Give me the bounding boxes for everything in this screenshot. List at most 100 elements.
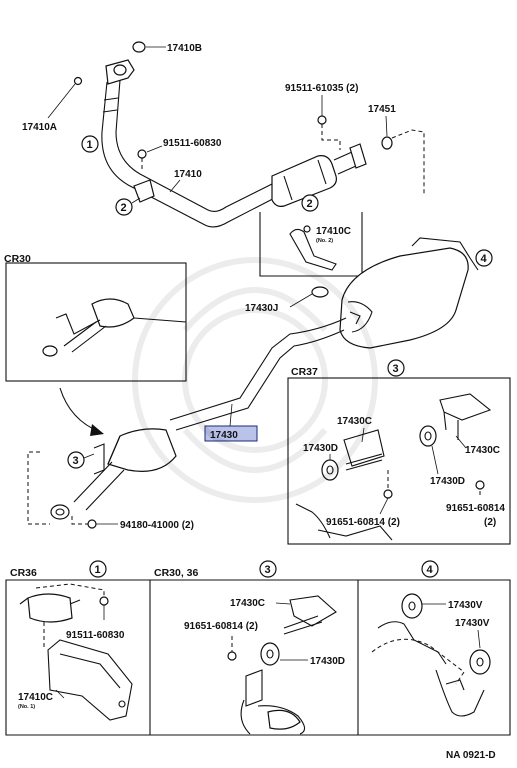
cr3036-muffler-outline [240,699,306,735]
section-4-hangers: 4 17430V 17430V [371,560,491,717]
label-17410b: 17410B [167,43,202,54]
muffler-inlet-shape [349,311,361,325]
cr30-pipe-shape [63,321,107,353]
front-muffler-shape [107,428,177,472]
rubber-17430v-b-hole [476,657,484,667]
ref-4-mid: 4 [481,253,488,265]
rubber-17430v-b-shape [469,649,491,675]
label-cr37-17430c-right: 17430C [465,445,500,456]
cr3036-rubber-shape [260,642,280,666]
label-17410a: 17410A [22,122,57,133]
bracket-no2-shape [289,228,337,271]
ref-circle-2-top [115,198,133,216]
cr3036-hanger-rod [245,669,263,707]
inlet-flange-shape [50,504,70,520]
label-17410c-top: 17410C [316,226,351,237]
highlight-17430 [204,425,258,442]
cr3036-rubber-hole [266,649,274,659]
arrow-cr30-to-muffler [59,387,101,433]
front-pipe-vertical-shape [101,79,121,133]
section4-hanger-rod [377,621,447,665]
section4-muffler-shape [435,669,485,717]
leader-ref-3 [83,453,95,459]
gasket-17430j-shape [311,286,329,298]
middle-labels: 17430J 17430 4 3 94180-41000 (2) [27,249,493,531]
cr36-bracket-shape [47,639,133,721]
label-cr37-91651-left: 91651-60814 (2) [326,517,400,528]
label-cr37-91651-right: 91651-60814 [446,503,505,514]
bolt-91511-61035-shape [317,115,327,125]
footer-code: NA 0921-D [446,750,496,761]
label-17430v-a: 17430V [448,600,483,611]
cr37-rubber-left-hole [326,465,334,475]
cr36-bracket-fold [59,653,121,689]
section4-dash-outline [371,638,465,685]
cr37-bracket-right-arms [443,411,459,440]
label-91511-60830-top: 91511-60830 [163,138,222,149]
inlet-flange-hole [55,508,65,516]
bracket-hole-shape [303,225,311,233]
muffler-end-cap-shape [347,301,373,333]
ref-circle-4-bottom [421,560,439,578]
label-cr36-17410c-no: (No. 1) [18,704,35,710]
leader-cr37-17430d-right [431,445,439,475]
dashed-bolt-path [71,516,90,525]
cr36-bolt-shape [99,596,109,606]
cr30-extension-line [133,317,187,323]
label-cr37-91651-right-qty: (2) [484,517,496,528]
cr36-dash-top [35,583,105,598]
tailpipe-lower-shape [175,329,345,431]
bottom-frame-dividers [149,580,359,735]
nut-17410a-shape [73,76,83,86]
top-labels: 17410B 17410A 91511-61035 (2) 17451 9151… [22,43,396,216]
rear-outlet-pipe-shape [333,151,357,175]
gasket-17410b-shape [132,41,146,53]
ref-4-bottom: 4 [427,564,434,576]
bolt-91511-60830-shape [137,149,147,159]
flange-port-shape [113,64,127,76]
arrow-head-shape [90,424,104,436]
leader-91511-60830 [146,145,163,153]
label-17430v-b: 17430V [455,618,490,629]
leader-cr36-17410c [55,689,65,699]
bracket-box-outline [259,212,363,277]
bolt-dashed-path [321,124,341,150]
cr37-rubber-right-shape [419,425,437,447]
cr36-section: CR36 1 91511-60830 17410C (No. 1) [10,560,133,721]
front-muffler-inlet-pipe [73,461,125,511]
outlet-flange-shape [349,143,367,169]
cr37-bolt-left-shape [345,453,383,471]
section-cr30-36: CR30, 36 [154,567,199,579]
leader-17430 [229,403,233,427]
leader-17451 [385,115,388,137]
leader-17430v-b [477,629,481,649]
leader-ref-2 [131,197,141,204]
front-muffler-seam [107,435,121,465]
gasket-dashed-path [391,129,425,196]
ref-1-cr36: 1 [95,564,101,576]
leader-cr37-17430c-right [455,435,467,449]
cr30-muffler-shape [91,298,135,328]
cr37-bolt-left [383,489,393,499]
cr37-bracket-left-shape [343,429,385,467]
pipe-rings-shape [102,97,119,113]
label-cr37-17430d-right: 17430D [430,476,465,487]
section4-bracket-shape [445,679,465,691]
main-exhaust-assembly [50,237,479,520]
ref-circle-3-cr37 [387,359,405,377]
label-17410: 17410 [174,169,202,180]
front-exhaust-pipe-assembly [73,41,425,228]
gasket-17451-shape [381,136,393,150]
cr37-box [287,377,511,545]
cr36-clamp-ears [19,597,81,605]
ref-circle-1-top [81,135,99,153]
ref-3-cr3036: 3 [265,564,271,576]
leader-cr3036-17430c [275,602,291,605]
cr30-36-section: CR30, 36 3 17430C 17430D 91651-60814 (2) [154,560,345,735]
cr37-inset: CR37 3 17430C 17430D 17430C 17430D 91651… [287,359,511,545]
tailpipe-upper-shape [169,317,347,421]
ref-2-top: 2 [121,202,127,214]
ref-circle-2-box [301,194,319,212]
label-cr36-91511-60830: 91511-60830 [66,630,125,641]
bottom-row-frame [5,579,511,736]
